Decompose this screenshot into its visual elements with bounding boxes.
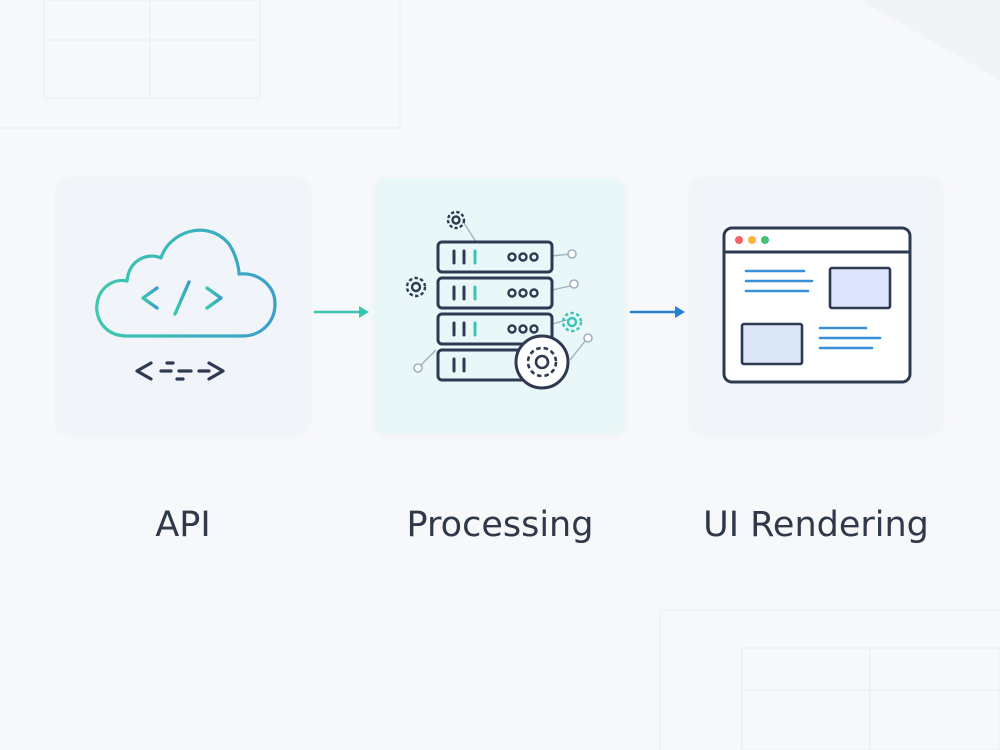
- arrow-api-to-processing: [313, 306, 369, 318]
- api-stage-card: [57, 178, 309, 434]
- ui-rendering-label: UI Rendering: [703, 505, 929, 545]
- api-label: API: [155, 505, 211, 545]
- processing-label: Processing: [406, 505, 594, 545]
- server-gears-icon: [405, 210, 593, 390]
- cloud-code-icon: [95, 228, 277, 381]
- browser-window-icon: [722, 226, 912, 384]
- processing-stage-card: [374, 178, 626, 434]
- ui-rendering-stage-card: [690, 178, 942, 434]
- arrow-processing-to-ui: [629, 306, 685, 318]
